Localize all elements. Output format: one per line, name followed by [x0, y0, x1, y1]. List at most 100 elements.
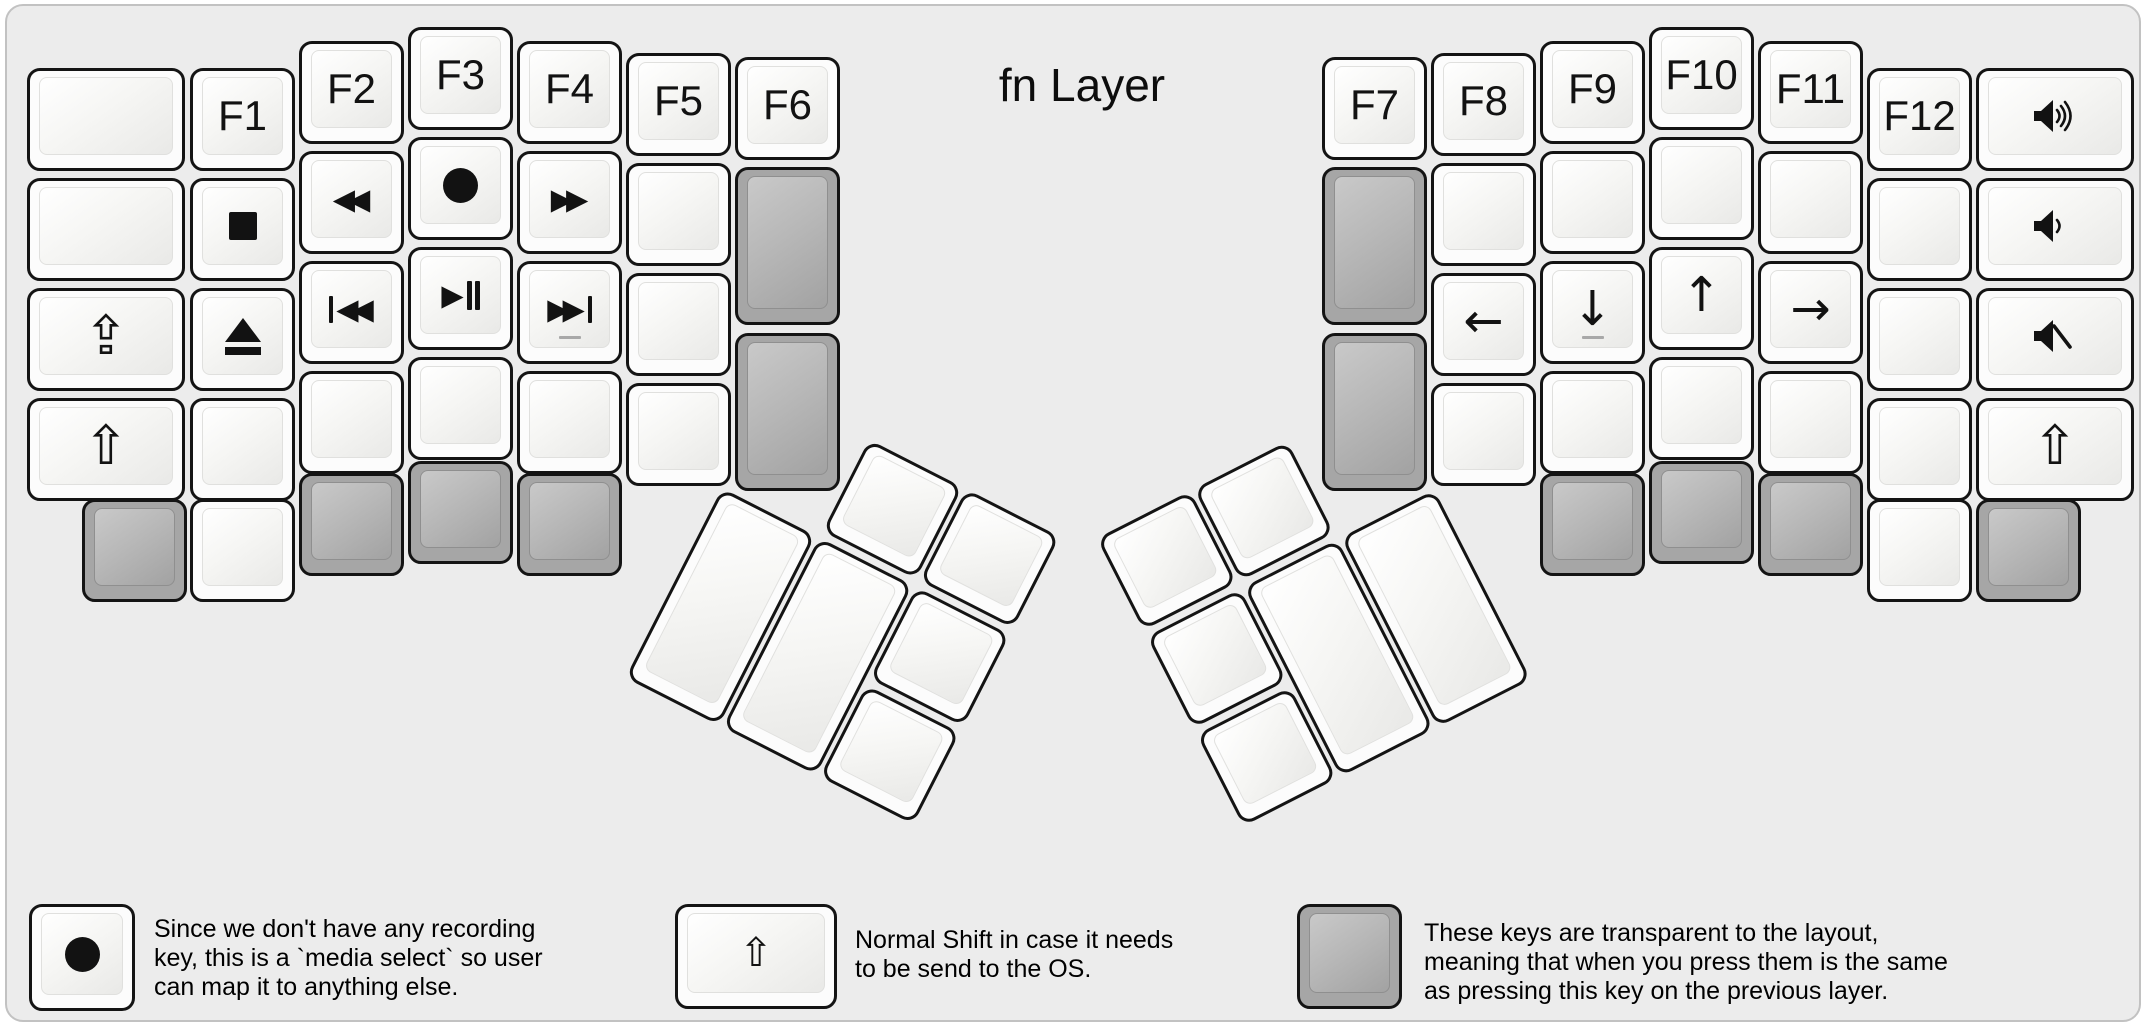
key-transparent[interactable] [1322, 167, 1427, 325]
record-icon [64, 936, 100, 972]
key-blank[interactable] [1431, 163, 1536, 266]
legend-line: key, this is a `media select` so user [154, 944, 543, 972]
key-transparent[interactable] [299, 473, 404, 576]
key-blank[interactable] [517, 371, 622, 474]
key-rewind[interactable]: ◀◀ [299, 151, 404, 254]
key-f7[interactable]: F7 [1322, 57, 1427, 160]
key-thumb-blank-cap [1208, 454, 1317, 562]
legend-key-media-select-cap [41, 913, 123, 995]
key-mute[interactable] [1976, 288, 2134, 391]
key-transparent[interactable] [1976, 499, 2081, 602]
key-rewind-cap: ◀◀ [311, 160, 392, 238]
key-blank[interactable] [1867, 398, 1972, 501]
key-f3-cap: F3 [420, 36, 501, 114]
key-arrow-up-cap: ↑ [1661, 256, 1742, 334]
key-fast-forward-cap: ▶▶ [529, 160, 610, 238]
key-shift-right[interactable]: ⇧ [1976, 398, 2134, 501]
legend-line: meaning that when you press them is the … [1424, 948, 1948, 976]
key-transparent-cap [1988, 508, 2069, 586]
key-play-pause[interactable]: ▶ [408, 247, 513, 350]
key-thumb-blank-cap [937, 502, 1046, 609]
key-blank[interactable] [190, 499, 295, 602]
key-blank[interactable] [1540, 371, 1645, 474]
legend-key-shift[interactable]: ⇧ [675, 904, 837, 1009]
key-f11-label: F11 [1775, 65, 1846, 112]
key-transparent[interactable] [735, 167, 840, 325]
key-f5[interactable]: F5 [626, 53, 731, 156]
key-thumb-blank-cap [1161, 602, 1269, 709]
key-transparent-cap [420, 470, 501, 548]
key-prev-track[interactable]: ◀◀ [299, 261, 404, 364]
key-transparent[interactable] [1649, 461, 1754, 564]
key-blank[interactable] [1431, 383, 1536, 486]
key-blank[interactable] [626, 383, 731, 486]
key-volume-down[interactable] [1976, 178, 2134, 281]
key-f4-cap: F4 [529, 50, 610, 128]
key-blank-cap [638, 172, 719, 250]
key-blank[interactable] [190, 398, 295, 501]
key-next-track[interactable]: ▶▶ [517, 261, 622, 364]
legend-key-transparent[interactable] [1297, 904, 1402, 1009]
key-stop[interactable] [190, 178, 295, 281]
key-transparent[interactable] [735, 333, 840, 491]
key-fast-forward[interactable]: ▶▶ [517, 151, 622, 254]
key-volume-up[interactable] [1976, 68, 2134, 171]
legend-line: Since we don't have any recording [154, 915, 536, 943]
key-blank[interactable] [1649, 357, 1754, 460]
key-f4[interactable]: F4 [517, 41, 622, 144]
key-f10[interactable]: F10 [1649, 27, 1754, 130]
key-arrow-right[interactable]: → [1758, 261, 1863, 364]
key-blank[interactable] [299, 371, 404, 474]
key-eject[interactable] [190, 288, 295, 391]
key-transparent[interactable] [1540, 473, 1645, 576]
key-f8[interactable]: F8 [1431, 53, 1536, 156]
legend-key-transparent-cap [1309, 913, 1390, 993]
key-media-select[interactable] [408, 137, 513, 240]
key-shift-left[interactable]: ⇧ [27, 398, 185, 501]
key-f11[interactable]: F11 [1758, 41, 1863, 144]
key-blank[interactable] [408, 357, 513, 460]
key-blank[interactable] [1867, 178, 1972, 281]
key-blank[interactable] [1758, 151, 1863, 254]
key-f1[interactable]: F1 [190, 68, 295, 171]
key-transparent[interactable] [1758, 473, 1863, 576]
key-transparent[interactable] [408, 461, 513, 564]
legend-text-shift: Normal Shift in case it needs to be send… [855, 926, 1173, 984]
legend-line: can map it to anything else. [154, 973, 459, 1001]
key-blank[interactable] [1758, 371, 1863, 474]
key-arrow-left-cap: ← [1443, 282, 1524, 360]
key-f6[interactable]: F6 [735, 57, 840, 160]
key-arrow-left[interactable]: ← [1431, 273, 1536, 376]
key-blank[interactable] [1649, 137, 1754, 240]
key-blank[interactable] [626, 163, 731, 266]
shift-icon: ⇧ [83, 414, 129, 477]
key-blank[interactable] [1867, 288, 1972, 391]
key-arrow-up[interactable]: ↑ [1649, 247, 1754, 350]
key-thumb-blank-cap [840, 452, 948, 560]
key-play-pause-cap: ▶ [420, 256, 501, 334]
key-blank-cap [1661, 146, 1742, 224]
key-blank-cap [420, 366, 501, 444]
key-f9[interactable]: F9 [1540, 41, 1645, 144]
key-blank[interactable] [27, 68, 185, 171]
key-f2[interactable]: F2 [299, 41, 404, 144]
key-blank[interactable] [27, 178, 185, 281]
key-f7-label: F7 [1349, 81, 1399, 128]
key-blank[interactable] [1540, 151, 1645, 254]
key-transparent[interactable] [517, 473, 622, 576]
legend-key-media-select[interactable] [29, 904, 135, 1011]
key-f11-cap: F11 [1770, 50, 1851, 128]
key-f8-label: F8 [1458, 77, 1508, 124]
key-blank[interactable] [1867, 499, 1972, 602]
key-f3[interactable]: F3 [408, 27, 513, 130]
key-blank-cap [1879, 508, 1960, 586]
key-transparent[interactable] [1322, 333, 1427, 491]
key-prev-track-cap: ◀◀ [311, 270, 392, 348]
key-arrow-down[interactable]: ↓ [1540, 261, 1645, 364]
eject-icon [224, 317, 261, 355]
key-f12[interactable]: F12 [1867, 68, 1972, 171]
key-blank[interactable] [626, 273, 731, 376]
key-caps-lock[interactable]: ⇪ [27, 288, 185, 391]
key-transparent[interactable] [82, 499, 187, 602]
key-transparent-cap [1552, 482, 1633, 560]
